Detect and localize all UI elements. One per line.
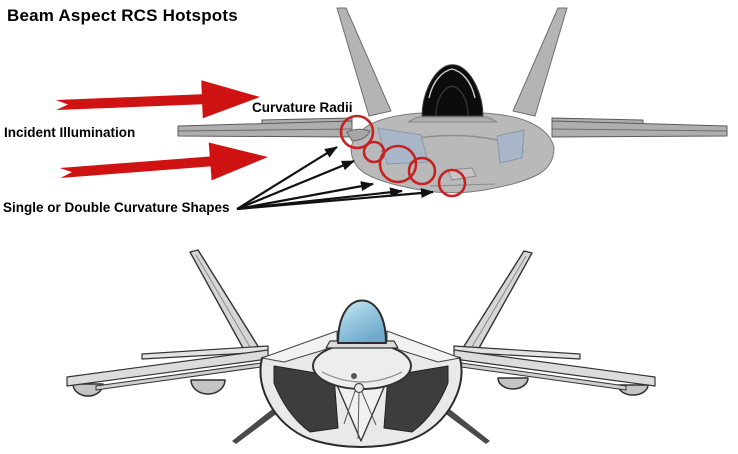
top-aircraft-right-intake-panel [496, 129, 525, 164]
top-aircraft-wingroot-detail [346, 128, 371, 142]
curvature-shapes-label: Single or Double Curvature Shapes [3, 200, 230, 215]
pointer-arrow-3 [236, 181, 374, 211]
bottom-aircraft-left-tail-line [195, 254, 254, 353]
top-aircraft-fuselage [350, 112, 555, 194]
bottom-aircraft-canopy [337, 299, 387, 344]
bottom-aircraft-left-intake [273, 365, 339, 433]
bottom-aircraft-right-intake [383, 365, 449, 433]
top-aircraft-windshield-base [407, 116, 498, 123]
bottom-aircraft-nose-dot [351, 373, 357, 379]
pointer-arrow-5 [236, 188, 434, 211]
bottom-aircraft-right-tail [460, 250, 533, 358]
hotspot-circle-3 [378, 144, 418, 184]
incident-illumination-label: Incident Illumination [4, 125, 136, 140]
bottom-aircraft-front-view [66, 249, 656, 448]
bottom-aircraft-nose-curve [321, 371, 403, 383]
bottom-aircraft-keel-lines [343, 389, 377, 440]
bottom-aircraft-wings [66, 345, 656, 391]
curvature-pointer-arrows [236, 146, 434, 211]
top-aircraft-right-tail [512, 7, 568, 117]
top-aircraft-left-tail [336, 7, 392, 117]
incident-illumination-arrows [55, 80, 268, 181]
bottom-aircraft-right-tail-line [468, 255, 527, 353]
top-aircraft-canopy-inner-frame [435, 85, 469, 117]
hotspot-circle-4 [407, 156, 437, 186]
top-aircraft-canopy-highlight [428, 68, 476, 99]
incident-arrow-1 [55, 80, 260, 119]
curvature-radii-label: Curvature Radii [252, 100, 353, 115]
hotspot-circles [339, 114, 467, 198]
pointer-arrow-1 [236, 146, 338, 210]
diagram-title: Beam Aspect RCS Hotspots [7, 6, 238, 25]
top-aircraft-belly-line [429, 183, 496, 187]
hotspot-circle-1 [339, 114, 375, 150]
bottom-aircraft-left-tail [189, 249, 262, 358]
top-aircraft-wings [177, 117, 728, 138]
pointer-arrow-2 [236, 159, 355, 211]
bottom-aircraft-keel-hub [353, 382, 365, 394]
incident-arrow-2 [59, 142, 268, 181]
hotspot-circle-5 [437, 168, 467, 198]
